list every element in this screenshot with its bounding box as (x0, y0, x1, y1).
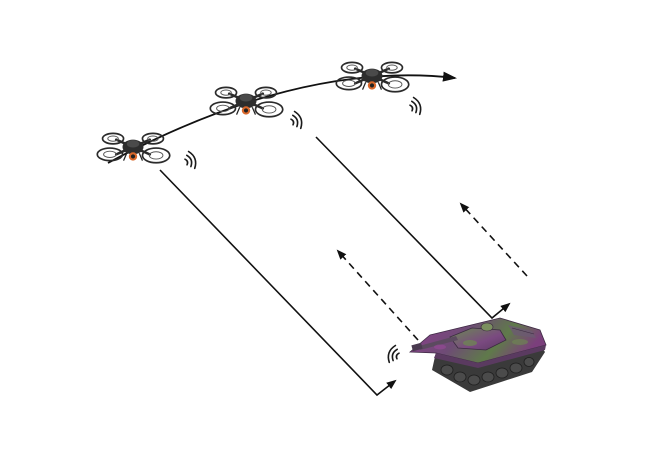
tank-icon (408, 317, 547, 392)
return-signal-2-arrow (459, 202, 528, 277)
wireless-signal-icon (182, 149, 199, 172)
flight-path-arrow (107, 71, 457, 164)
link-drone-1-to-tank (159, 169, 397, 397)
link-drone-2-to-tank (315, 136, 511, 320)
drone-3-icon (335, 61, 411, 94)
wireless-signal-icon (385, 343, 402, 366)
wireless-signal-icon (407, 95, 424, 118)
return-signal-1-arrow (336, 249, 419, 341)
wireless-signal-icon (288, 109, 305, 132)
